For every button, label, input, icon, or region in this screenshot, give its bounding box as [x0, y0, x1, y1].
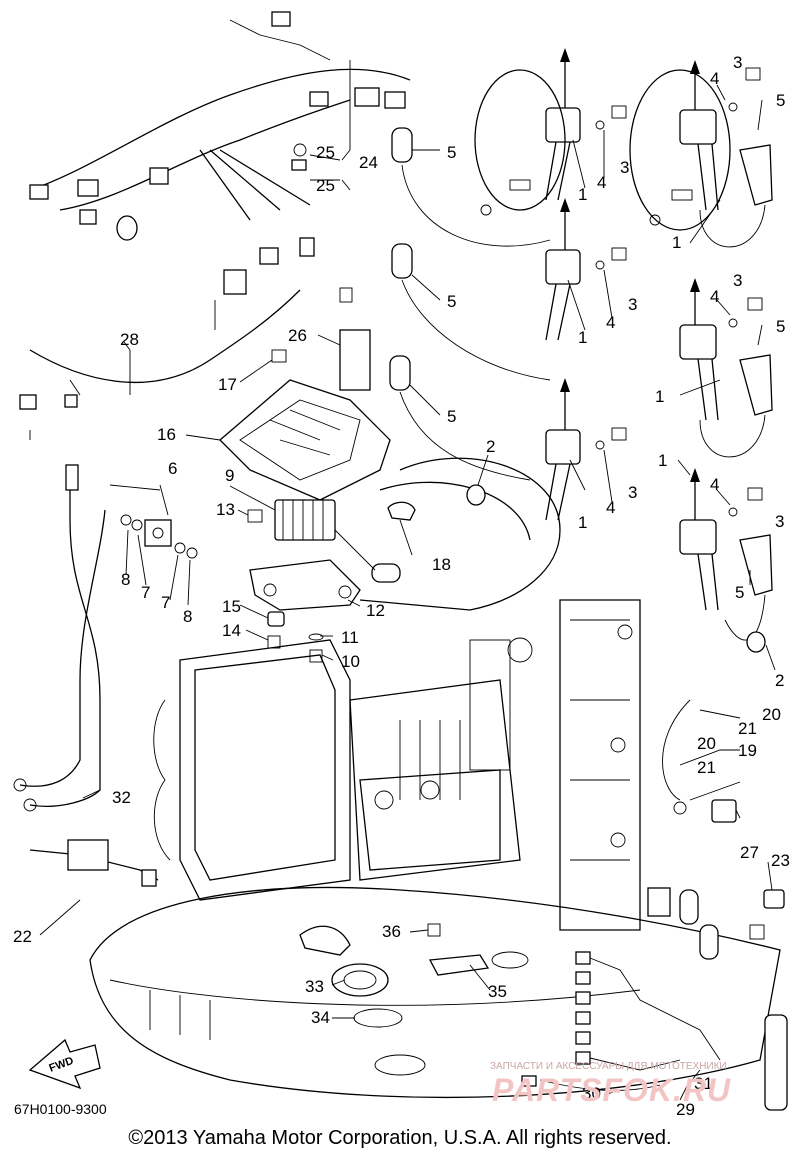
- callout-7: 7: [141, 583, 150, 602]
- callout-17: 17: [218, 375, 237, 394]
- callout-21: 21: [738, 719, 757, 738]
- callout-27: 27: [740, 843, 759, 862]
- callout-36: 36: [382, 922, 401, 941]
- callout-2: 2: [486, 437, 495, 456]
- callout-5: 5: [447, 407, 456, 426]
- callout-14: 14: [222, 621, 241, 640]
- callout-5: 5: [447, 292, 456, 311]
- callout-9: 9: [225, 466, 234, 485]
- electrical-bracket: [109, 287, 416, 663]
- callout-4: 4: [597, 173, 606, 192]
- callout-1: 1: [672, 233, 681, 252]
- callout-5: 5: [735, 583, 744, 602]
- wiring-harness: [19, 11, 411, 440]
- callout-5: 5: [776, 91, 785, 110]
- callout-4: 4: [710, 475, 719, 494]
- callout-labels: 1 1 1 1 1 1 1 2 2 3 3 3 3 3 3 4 4 4 4 4 …: [13, 53, 790, 1119]
- callout-22: 22: [13, 927, 32, 946]
- callout-29: 29: [676, 1100, 695, 1119]
- copyright-notice: ©2013 Yamaha Motor Corporation, U.S.A. A…: [128, 1127, 672, 1149]
- callout-5: 5: [776, 317, 785, 336]
- engine-block: [89, 457, 781, 1099]
- callout-20: 20: [697, 734, 716, 753]
- callout-34: 34: [311, 1008, 330, 1027]
- callout-15: 15: [222, 597, 241, 616]
- callout-8: 8: [121, 570, 130, 589]
- callout-3: 3: [733, 53, 742, 72]
- callout-11: 11: [341, 628, 359, 647]
- callout-16: 16: [157, 425, 176, 444]
- callout-6: 6: [168, 459, 177, 478]
- callout-30: 30: [582, 1084, 601, 1103]
- callout-3: 3: [733, 271, 742, 290]
- callout-33: 33: [305, 977, 324, 996]
- callout-18: 18: [432, 555, 451, 574]
- callout-1: 1: [578, 328, 587, 347]
- callout-1: 1: [655, 387, 664, 406]
- watermark-logo: PARTSFOK.RU: [492, 1072, 732, 1108]
- callout-1: 1: [658, 451, 667, 470]
- callout-25: 25: [316, 143, 335, 162]
- callout-20: 20: [762, 705, 781, 724]
- fwd-arrow: FWD: [28, 1038, 101, 1090]
- diagram-code: 67H0100-9300: [14, 1101, 107, 1117]
- callout-8: 8: [183, 607, 192, 626]
- watermark-caption: ЗАПЧАСТИ И АКСЕССУАРЫ ДЛЯ МОТОТЕХНИКИ: [490, 1061, 727, 1072]
- callout-3: 3: [620, 158, 629, 177]
- callout-21: 21: [697, 758, 716, 777]
- callout-5: 5: [447, 143, 456, 162]
- callout-32: 32: [112, 788, 131, 807]
- callout-1: 1: [578, 513, 587, 532]
- callout-4: 4: [606, 313, 615, 332]
- callout-31: 31: [694, 1074, 713, 1093]
- callout-4: 4: [710, 69, 719, 88]
- callout-4: 4: [710, 287, 719, 306]
- callout-7: 7: [161, 593, 170, 612]
- callout-3: 3: [628, 483, 637, 502]
- callout-13: 13: [216, 500, 235, 519]
- callout-12: 12: [366, 601, 385, 620]
- callout-26: 26: [288, 326, 307, 345]
- callout-2: 2: [775, 671, 784, 690]
- callout-3: 3: [775, 512, 784, 531]
- ignition-coils: [389, 48, 773, 653]
- callout-3: 3: [628, 295, 637, 314]
- callout-1: 1: [578, 185, 587, 204]
- callout-35: 35: [488, 982, 507, 1001]
- callout-24: 24: [359, 153, 378, 172]
- misc-parts: [13, 464, 788, 1111]
- leader-lines: [39, 60, 776, 1101]
- callout-23: 23: [771, 851, 790, 870]
- callout-4: 4: [606, 498, 615, 517]
- callout-28: 28: [120, 330, 139, 349]
- callout-10: 10: [341, 652, 360, 671]
- callout-25: 25: [316, 176, 335, 195]
- callout-19: 19: [738, 741, 757, 760]
